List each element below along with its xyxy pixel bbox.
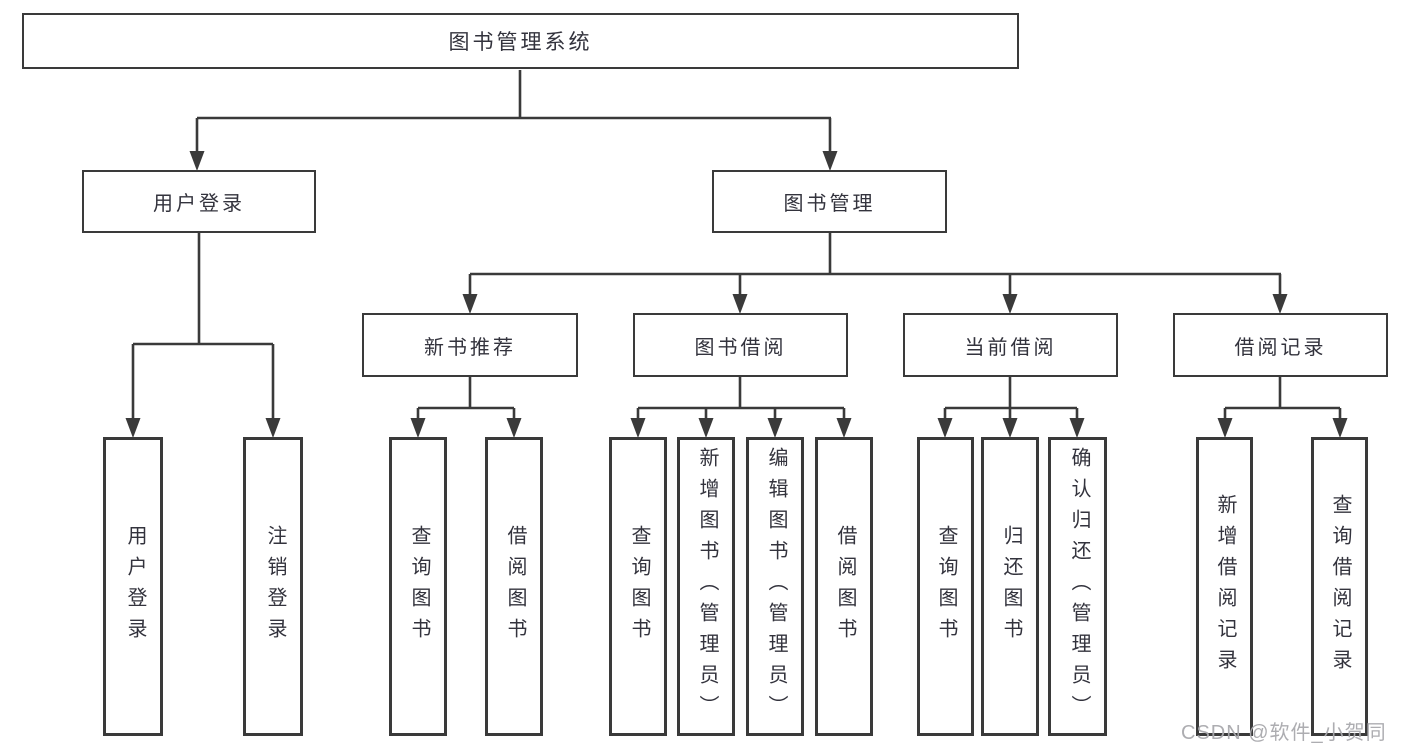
root-node-library-system: 图书管理系统	[22, 13, 1019, 69]
leaf-query-books-borrowing: 查询图书	[609, 437, 667, 736]
node-borrow-records: 借阅记录	[1173, 313, 1388, 377]
leaf-borrow-books: 借阅图书	[815, 437, 873, 736]
node-book-management: 图书管理	[712, 170, 947, 233]
leaf-confirm-return-admin: 确认归还（管理员）	[1048, 437, 1107, 736]
leaf-query-books-current: 查询图书	[917, 437, 974, 736]
leaf-user-login: 用户登录	[103, 437, 163, 736]
leaf-borrow-books-recommend: 借阅图书	[485, 437, 543, 736]
leaf-add-book-admin: 新增图书（管理员）	[677, 437, 735, 736]
node-current-borrowing: 当前借阅	[903, 313, 1118, 377]
csdn-watermark: CSDN @软件_小贺同学	[1181, 722, 1387, 744]
leaf-logout: 注销登录	[243, 437, 303, 736]
leaf-query-borrow-record: 查询借阅记录	[1311, 437, 1368, 736]
node-book-borrowing: 图书借阅	[633, 313, 848, 377]
node-new-book-recommend: 新书推荐	[362, 313, 578, 377]
leaf-return-books: 归还图书	[981, 437, 1039, 736]
leaf-query-books-recommend: 查询图书	[389, 437, 447, 736]
leaf-edit-book-admin: 编辑图书（管理员）	[746, 437, 804, 736]
node-user-login: 用户登录	[82, 170, 316, 233]
leaf-add-borrow-record: 新增借阅记录	[1196, 437, 1253, 736]
